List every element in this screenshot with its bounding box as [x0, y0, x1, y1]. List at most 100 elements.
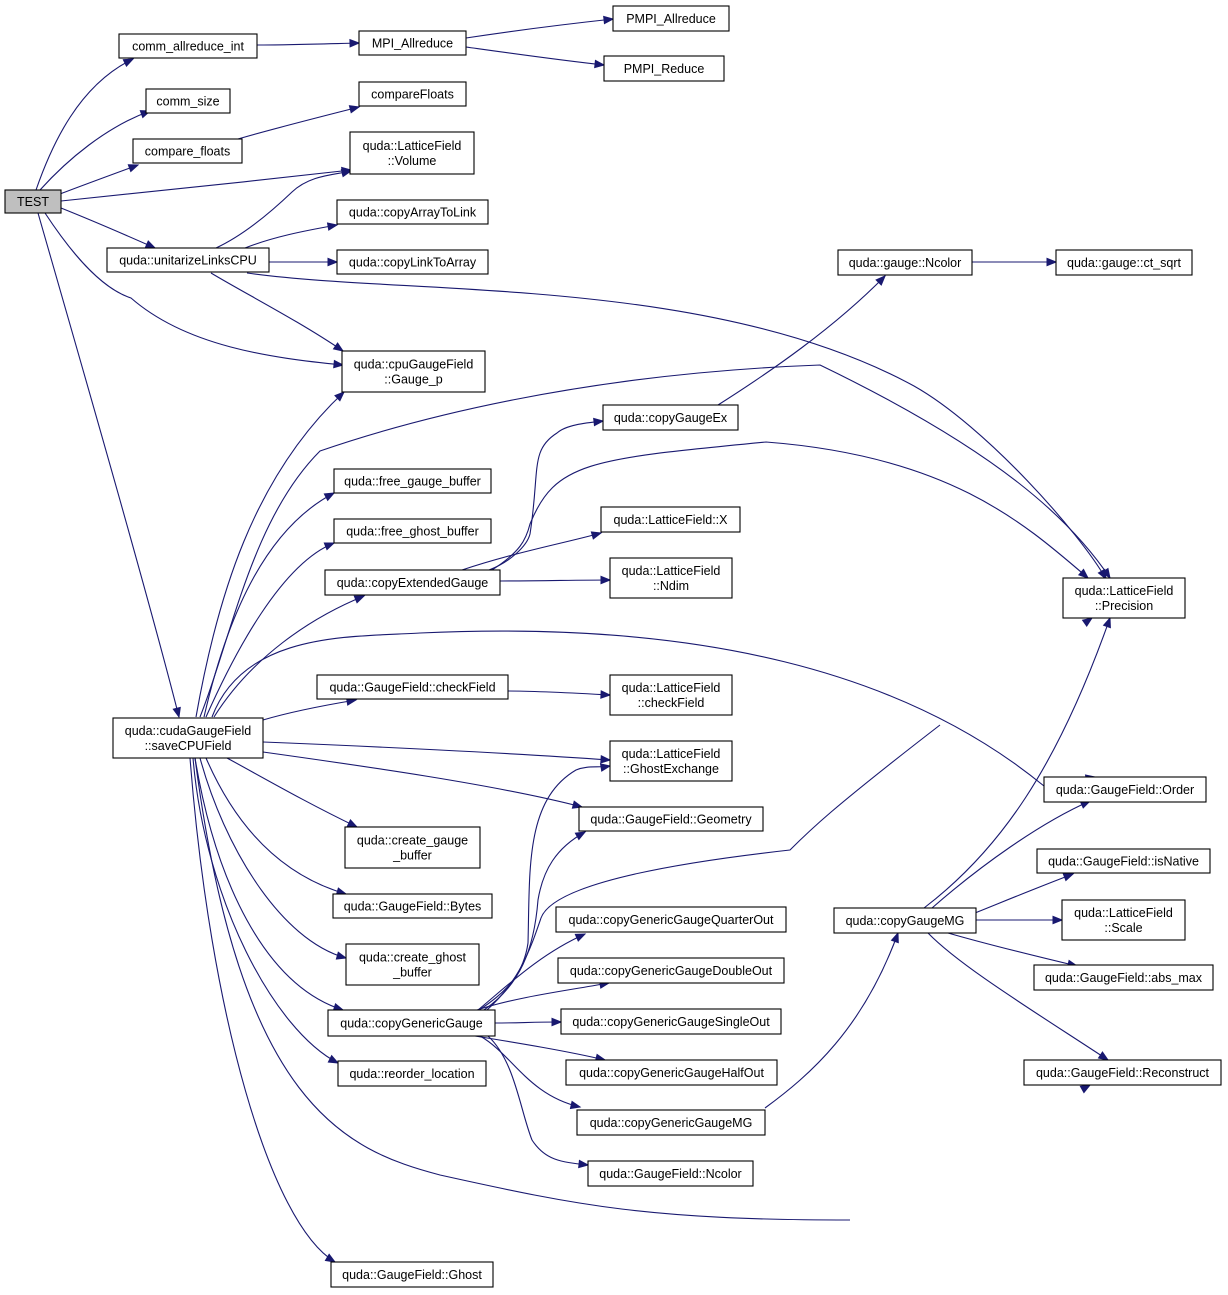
- node-box: [1055, 249, 1193, 276]
- node-copyGaugeMG[interactable]: quda::copyGaugeMG: [833, 907, 977, 934]
- node-comm_size[interactable]: comm_size: [145, 88, 231, 114]
- node-copyGenericGaugeHalfOut[interactable]: quda::copyGenericGaugeHalfOut: [565, 1059, 778, 1086]
- node-create_gauge_buffer[interactable]: quda::create_gauge_buffer: [344, 826, 481, 869]
- arrow-head-icon: [348, 105, 361, 114]
- edge-line: [465, 46, 605, 66]
- node-PMPI_Reduce[interactable]: PMPI_Reduce: [603, 55, 725, 82]
- node-label: quda::cpuGaugeField: [354, 358, 474, 372]
- edge-line: [39, 110, 151, 191]
- node-label: quda::free_ghost_buffer: [346, 525, 479, 539]
- node-box: [316, 674, 509, 700]
- node-box: [1036, 848, 1211, 874]
- edge-copyGaugeMG-to-GF_Order: [931, 800, 1092, 909]
- edge-saveCPUField-to-LF_GhostExchange: [262, 741, 612, 764]
- edge-unitarizeLinksCPU-to-cpuGauge_p: [210, 272, 345, 352]
- edge-line: [192, 757, 339, 1064]
- edge-saveCPUField-to-copyExtendedGauge: [213, 595, 366, 718]
- node-compareFloats[interactable]: compareFloats: [358, 81, 467, 107]
- node-label: quda::copyGenericGaugeHalfOut: [579, 1066, 764, 1080]
- node-comm_allreduce_int[interactable]: comm_allreduce_int: [118, 33, 258, 59]
- node-label: quda::create_ghost: [359, 951, 467, 965]
- edge-line: [476, 982, 610, 1011]
- node-reorder_location[interactable]: quda::reorder_location: [337, 1060, 487, 1087]
- node-copyGaugeEx[interactable]: quda::copyGaugeEx: [602, 404, 739, 431]
- arrow-head-icon: [1097, 1051, 1110, 1061]
- node-box: [603, 55, 725, 82]
- node-label: compareFloats: [371, 88, 454, 102]
- node-gauge_Ncolor[interactable]: quda::gauge::Ncolor: [837, 249, 973, 276]
- node-free_gauge_buffer[interactable]: quda::free_gauge_buffer: [333, 468, 492, 494]
- edge-TEST-to-comm_allreduce_int: [35, 58, 135, 191]
- node-label: comm_allreduce_int: [132, 40, 244, 54]
- edge-line: [246, 272, 1107, 580]
- node-copyLinkToArray[interactable]: quda::copyLinkToArray: [336, 249, 489, 275]
- node-GF_Ncolor[interactable]: quda::GaugeField::Ncolor: [587, 1160, 754, 1187]
- node-label: quda::GaugeField::Geometry: [590, 813, 752, 827]
- node-copyGenericGaugeSingleOut[interactable]: quda::copyGenericGaugeSingleOut: [560, 1008, 782, 1035]
- edge-line: [927, 932, 1109, 1061]
- node-LF_Volume[interactable]: quda::LatticeField::Volume: [349, 131, 475, 175]
- edge-line: [764, 932, 899, 1109]
- node-LF_GhostExchange[interactable]: quda::LatticeField::GhostExchange: [609, 740, 733, 782]
- arrow-head-icon: [335, 951, 348, 960]
- node-GF_Order[interactable]: quda::GaugeField::Order: [1043, 776, 1207, 803]
- edge-line: [717, 275, 886, 406]
- arrow-head-icon: [332, 342, 345, 352]
- node-GF_Geometry[interactable]: quda::GaugeField::Geometry: [578, 806, 764, 832]
- node-label: ::Precision: [1095, 599, 1153, 613]
- node-copyGenericGaugeMG[interactable]: quda::copyGenericGaugeMG: [576, 1109, 766, 1136]
- node-free_ghost_buffer[interactable]: quda::free_ghost_buffer: [333, 518, 492, 544]
- node-copyGenericGauge[interactable]: quda::copyGenericGauge: [327, 1009, 496, 1037]
- node-GF_Ghost[interactable]: quda::GaugeField::Ghost: [330, 1261, 494, 1288]
- node-LF_X[interactable]: quda::LatticeField::X: [600, 506, 741, 533]
- node-cpuGauge_p[interactable]: quda::cpuGaugeField::Gauge_p: [341, 350, 486, 393]
- node-MPI_Allreduce[interactable]: MPI_Allreduce: [358, 30, 467, 56]
- node-copyArrayToLink[interactable]: quda::copyArrayToLink: [336, 199, 489, 225]
- arrow-head-icon: [1081, 617, 1094, 628]
- node-label: ::Gauge_p: [384, 373, 442, 387]
- node-copyExtendedGauge[interactable]: quda::copyExtendedGauge: [324, 569, 501, 596]
- edge-gauge_Ncolor-to-ct_sqrt: [972, 257, 1058, 267]
- node-GF_isNative[interactable]: quda::GaugeField::isNative: [1036, 848, 1211, 874]
- node-LF_checkField[interactable]: quda::LatticeField::checkField: [609, 674, 733, 716]
- node-GF_Bytes[interactable]: quda::GaugeField::Bytes: [332, 893, 493, 919]
- node-GF_checkField[interactable]: quda::GaugeField::checkField: [316, 674, 509, 700]
- node-compare_floats[interactable]: compare_floats: [132, 138, 243, 164]
- node-saveCPUField[interactable]: quda::cudaGaugeField::saveCPUField: [112, 717, 264, 759]
- edge-saveCPUField-to-LF_Precision: [199, 364, 1111, 718]
- node-label: ::saveCPUField: [145, 739, 232, 753]
- arrow-head-icon: [1046, 257, 1058, 267]
- edge-saveCPUField-to-GF_checkField: [262, 697, 358, 721]
- node-label: quda::copyGenericGaugeSingleOut: [572, 1015, 770, 1029]
- edge-line: [474, 1035, 606, 1061]
- node-label: PMPI_Allreduce: [626, 12, 716, 26]
- edge-line: [483, 831, 586, 1011]
- arrow-head-icon: [574, 933, 587, 942]
- node-label: quda::gauge::Ncolor: [849, 256, 962, 270]
- node-LF_Ndim[interactable]: quda::LatticeField::Ndim: [609, 557, 733, 599]
- node-GF_Reconstruct[interactable]: quda::GaugeField::Reconstruct: [1023, 1059, 1222, 1086]
- arrow-head-icon: [593, 417, 605, 427]
- arrow-head-icon: [323, 492, 336, 502]
- node-box: [1043, 776, 1207, 803]
- node-LF_Precision[interactable]: quda::LatticeField::Precision: [1062, 577, 1186, 619]
- node-ct_sqrt[interactable]: quda::gauge::ct_sqrt: [1055, 249, 1193, 276]
- node-label: quda::copyArrayToLink: [349, 206, 477, 220]
- node-box: [609, 740, 733, 782]
- node-copyGenericGaugeDoubleOut[interactable]: quda::copyGenericGaugeDoubleOut: [557, 957, 785, 984]
- node-unitarizeLinksCPU[interactable]: quda::unitarizeLinksCPU: [106, 247, 270, 273]
- node-copyGenericGaugeQuarterOut[interactable]: quda::copyGenericGaugeQuarterOut: [555, 906, 787, 933]
- edge-saveCPUField-to-free_gauge_buffer: [203, 492, 336, 718]
- edge-line: [477, 933, 586, 1011]
- arrow-head-icon: [127, 164, 140, 173]
- edge-comm_allreduce_int-to-MPI_Allreduce: [256, 38, 361, 48]
- node-box: [609, 674, 733, 716]
- edge-line: [947, 932, 1078, 967]
- node-LF_Scale[interactable]: quda::LatticeField::Scale: [1061, 899, 1186, 941]
- node-create_ghost_buffer[interactable]: quda::create_ghost_buffer: [345, 943, 480, 986]
- node-box: [578, 806, 764, 832]
- node-box: [324, 569, 501, 596]
- arrow-head-icon: [122, 58, 135, 68]
- node-GF_abs_max[interactable]: quda::GaugeField::abs_max: [1033, 964, 1214, 991]
- node-PMPI_Allreduce[interactable]: PMPI_Allreduce: [612, 5, 730, 32]
